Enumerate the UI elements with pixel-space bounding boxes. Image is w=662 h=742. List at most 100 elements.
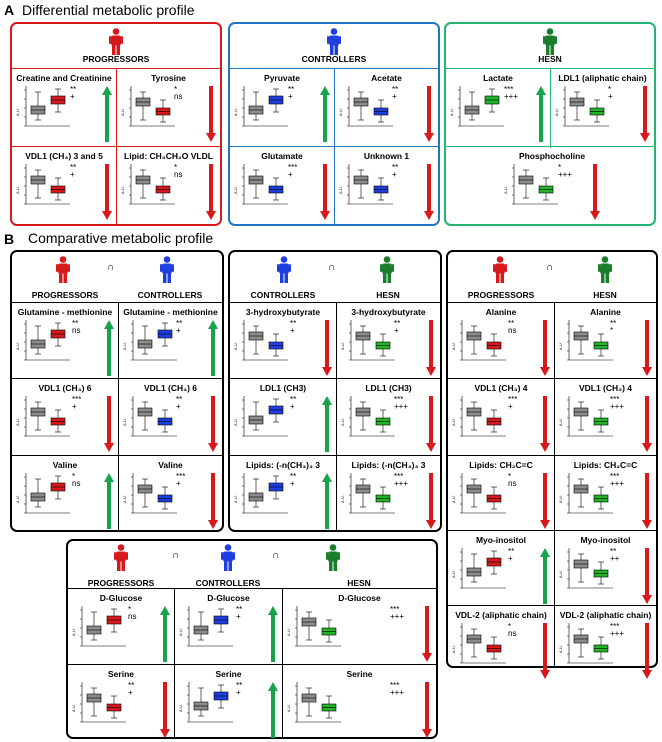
- header-b4-controllers: CONTROLLERS: [195, 578, 261, 588]
- b-cell-27-significance: ** +: [236, 681, 243, 697]
- divider-a-cont-v: [334, 68, 335, 224]
- b-cell-21-significance: * ns: [508, 622, 517, 638]
- b-cell-20-boxplot: [567, 548, 613, 589]
- a-cell-1-y-label: A.U.: [15, 108, 20, 116]
- person-icon-b1-progressors: [56, 256, 70, 283]
- person-icon-progressors: [109, 28, 123, 55]
- b-cell-9-significance: ** +: [290, 395, 297, 411]
- b-cell-18-boxplot: [567, 473, 613, 514]
- b-cell-27-boxplot: [187, 682, 233, 723]
- b-cell-11-y-label: A.U.: [233, 495, 238, 503]
- b-cell-6-y-label: A.U.: [122, 495, 127, 503]
- divider-b1-h1: [12, 302, 222, 303]
- a-cell-8-y-label: A.U.: [338, 186, 343, 194]
- b-cell-13-y-label: A.U.: [451, 342, 456, 350]
- a-cell-9-y-label: A.U.: [449, 108, 454, 116]
- b-cell-25-y-label: A.U.: [286, 628, 291, 636]
- header-b3-progressors: PROGRESSORS: [467, 290, 535, 300]
- person-icon-b2-controllers: [277, 256, 291, 283]
- divider-b3-h2: [448, 378, 656, 379]
- a-cell-10-boxplot: [563, 86, 609, 127]
- b-cell-24-y-label: A.U.: [178, 628, 183, 636]
- header-b3-hesn: HESN: [593, 290, 617, 300]
- b-cell-15-boxplot: [460, 396, 506, 437]
- b-cell-17-boxplot: [460, 473, 506, 514]
- person-icon-b4-controllers: [221, 544, 235, 571]
- a-cell-11-significance: * +++: [558, 163, 573, 179]
- b-cell-11-title: Lipids: (-n(CH₃)₃ 3: [246, 460, 320, 470]
- a-cell-4-y-label: A.U.: [120, 186, 125, 194]
- divider-b4-h2: [68, 664, 436, 665]
- a-cell-9-boxplot: [458, 86, 504, 127]
- b-cell-16-arrow-down-icon: [642, 396, 652, 452]
- a-cell-6-arrow-down-icon: [424, 86, 434, 142]
- b-cell-26-significance: ** +: [128, 681, 135, 697]
- b-cell-6-boxplot: [131, 473, 177, 514]
- b-cell-18-title: Lipids: CH₂C=C: [573, 460, 638, 470]
- a-cell-10-y-label: A.U.: [554, 108, 559, 116]
- b-cell-2-arrow-up-icon: [208, 320, 218, 376]
- b-cell-15-arrow-down-icon: [540, 396, 550, 452]
- a-cell-11-title: Phosphocholine: [518, 151, 586, 161]
- a-cell-10-title: LDL1 (aliphatic chain): [558, 73, 647, 83]
- box-b-cont-hesn: [228, 250, 442, 532]
- b-cell-15-title: VDL1 (CH₃) 4: [474, 383, 528, 393]
- b-cell-14-arrow-down-icon: [642, 320, 652, 376]
- b-cell-13-significance: ** ns: [508, 319, 517, 335]
- person-icon-controllers: [327, 28, 341, 55]
- a-cell-1-significance: ** +: [70, 85, 77, 101]
- a-cell-4-significance: * ns: [174, 163, 183, 179]
- a-cell-11-y-label: A.U.: [503, 186, 508, 194]
- divider-a-hesn-v: [550, 68, 551, 148]
- a-cell-5-boxplot: [242, 86, 288, 127]
- box-a-controllers: [228, 22, 440, 226]
- a-cell-4-arrow-down-icon: [206, 164, 216, 220]
- b-cell-22-arrow-down-icon: [642, 623, 652, 679]
- b-cell-23-title: D-Glucose: [99, 593, 143, 603]
- b-cell-19-title: Myo-inositol: [475, 535, 527, 545]
- a-cell-2-title: Tyrosine: [151, 73, 186, 83]
- divider-b1-h2: [12, 378, 222, 379]
- b-cell-14-boxplot: [567, 320, 613, 361]
- b-cell-26-y-label: A.U.: [71, 704, 76, 712]
- a-cell-9-significance: *** +++: [504, 85, 519, 101]
- b-cell-4-title: VDL1 (CH₃) 6: [143, 383, 198, 393]
- b-cell-4-boxplot: [131, 396, 177, 437]
- b-cell-20-title: Myo-inositol: [580, 535, 631, 545]
- person-icon-b3-progressors: [493, 256, 507, 283]
- b-cell-17-y-label: A.U.: [451, 495, 456, 503]
- b-cell-9-y-label: A.U.: [233, 418, 238, 426]
- divider-a-prog-v: [116, 68, 117, 224]
- person-icon-hesn: [543, 28, 557, 55]
- a-cell-4-boxplot: [129, 164, 175, 205]
- b-cell-2-title: Glutamine - methionine: [123, 307, 218, 317]
- b-cell-25-significance: *** +++: [390, 605, 405, 621]
- b-cell-12-arrow-down-icon: [426, 473, 436, 529]
- a-cell-3-title: VDL1 (CH₃) 3 and 5: [25, 151, 103, 161]
- box-b-all: [66, 539, 438, 739]
- divider-b4-h1: [68, 588, 436, 589]
- b-cell-13-boxplot: [460, 320, 506, 361]
- divider-b1-h3: [12, 455, 222, 456]
- person-icon-b3-hesn: [598, 256, 612, 283]
- b-cell-16-significance: *** +++: [610, 395, 625, 411]
- header-progressors: PROGRESSORS: [82, 54, 150, 64]
- a-cell-9-arrow-up-icon: [536, 86, 546, 142]
- header-b4-progressors: PROGRESSORS: [87, 578, 155, 588]
- b-cell-24-arrow-up-icon: [268, 606, 278, 662]
- a-cell-2-arrow-down-icon: [206, 86, 216, 142]
- a-cell-11-boxplot: [512, 164, 558, 205]
- a-cell-2-y-label: A.U.: [120, 108, 125, 116]
- b-cell-24-significance: ** +: [236, 605, 243, 621]
- panel-a-letter: A: [4, 2, 15, 18]
- b-cell-17-arrow-down-icon: [540, 473, 550, 529]
- a-cell-5-y-label: A.U.: [233, 108, 238, 116]
- b-cell-12-y-label: A.U.: [340, 495, 345, 503]
- b-cell-11-boxplot: [242, 473, 288, 514]
- a-cell-8-title: Unknown 1: [363, 151, 410, 161]
- b-cell-18-arrow-down-icon: [642, 473, 652, 529]
- a-cell-1-boxplot: [24, 86, 70, 127]
- b-cell-1-y-label: A.U.: [15, 342, 20, 350]
- divider-b2-h2: [230, 378, 440, 379]
- b-cell-5-significance: * ns: [72, 472, 81, 488]
